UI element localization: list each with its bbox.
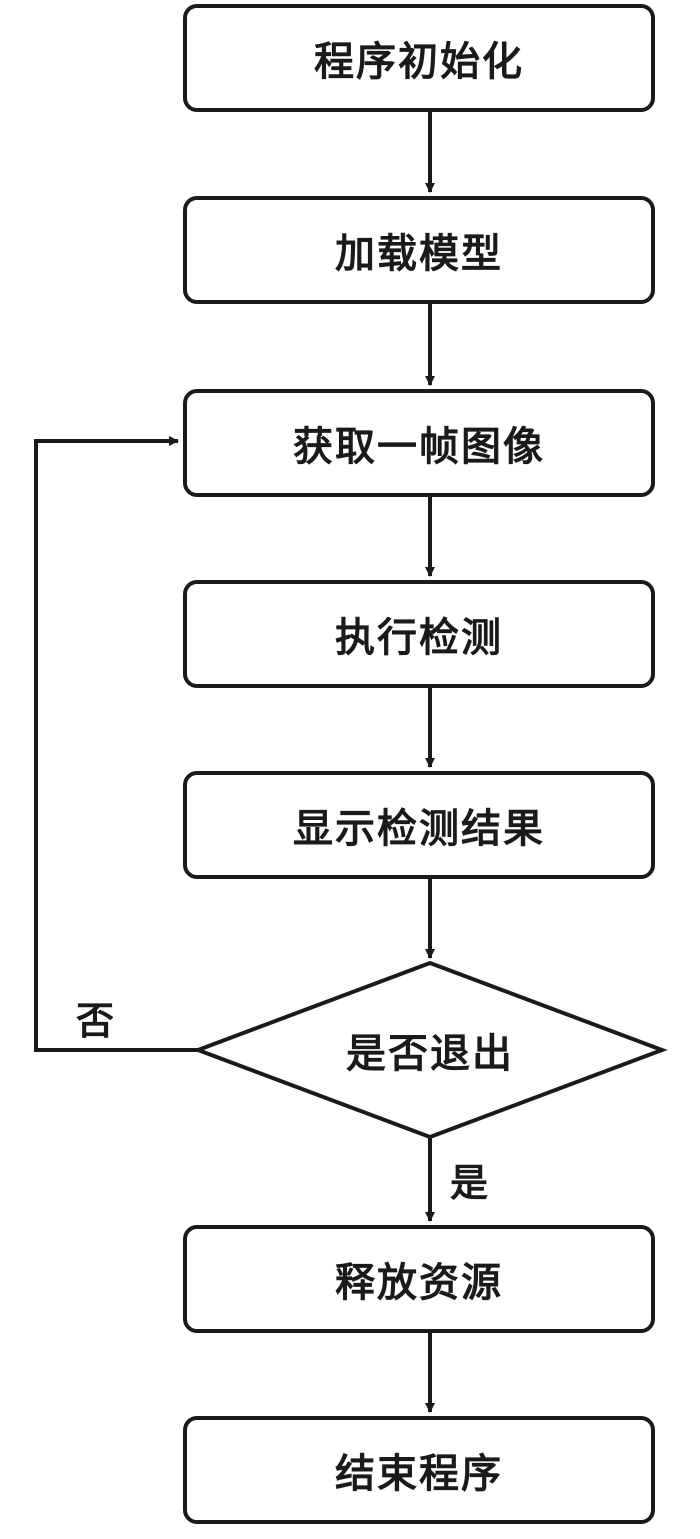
step-show-result-label: 显示检测结果 — [293, 806, 545, 852]
step-load-model-label: 加载模型 — [335, 231, 503, 277]
step-init-label: 程序初始化 — [314, 39, 524, 85]
step-init: 程序初始化 — [183, 4, 655, 112]
step-get-frame: 获取一帧图像 — [183, 389, 655, 497]
decision-label: 是否退出 — [346, 1031, 514, 1077]
step-detect: 执行检测 — [183, 580, 655, 688]
step-release-label: 释放资源 — [335, 1260, 503, 1306]
edge-label-yes: 是 — [450, 1161, 489, 1205]
step-detect-label: 执行检测 — [335, 615, 503, 661]
step-end: 结束程序 — [183, 1416, 655, 1524]
loop-back-arrow — [34, 436, 198, 1052]
step-get-frame-label: 获取一帧图像 — [293, 424, 545, 470]
step-show-result: 显示检测结果 — [183, 771, 655, 879]
edge-label-no: 否 — [76, 999, 115, 1043]
step-end-label: 结束程序 — [335, 1451, 503, 1497]
step-release: 释放资源 — [183, 1225, 655, 1333]
step-load-model: 加载模型 — [183, 196, 655, 304]
